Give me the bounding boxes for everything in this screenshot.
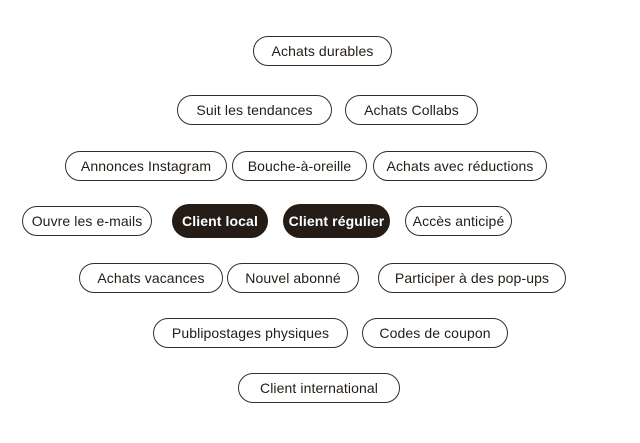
tag-bouche-a-oreille[interactable]: Bouche-à-oreille: [232, 151, 367, 181]
tag-acces-anticipe[interactable]: Accès anticipé: [405, 206, 512, 236]
tag-client-regulier[interactable]: Client régulier: [283, 204, 390, 238]
tag-label: Achats avec réductions: [386, 158, 534, 174]
tag-annonces-instagram[interactable]: Annonces Instagram: [65, 151, 227, 181]
tag-label: Client régulier: [288, 213, 385, 229]
tag-achats-avec-reductions[interactable]: Achats avec réductions: [373, 151, 547, 181]
tag-label: Participer à des pop-ups: [394, 270, 550, 286]
tag-client-local[interactable]: Client local: [172, 204, 268, 238]
tag-label: Nouvel abonné: [245, 270, 341, 286]
tag-label: Codes de coupon: [379, 325, 491, 341]
tag-label: Ouvre les e-mails: [31, 213, 143, 229]
tag-label: Bouche-à-oreille: [247, 158, 352, 174]
tag-suit-les-tendances[interactable]: Suit les tendances: [177, 95, 332, 125]
tag-label: Annonces Instagram: [80, 158, 212, 174]
tag-nouvel-abonne[interactable]: Nouvel abonné: [227, 263, 359, 293]
tag-client-international[interactable]: Client international: [238, 373, 400, 403]
tag-achats-vacances[interactable]: Achats vacances: [79, 263, 223, 293]
tag-label: Suit les tendances: [196, 102, 313, 118]
tag-achats-collabs[interactable]: Achats Collabs: [345, 95, 478, 125]
tag-label: Accès anticipé: [412, 213, 505, 229]
tag-publipostages-physiques[interactable]: Publipostages physiques: [153, 318, 348, 348]
tag-label: Publipostages physiques: [171, 325, 330, 341]
tag-label: Achats durables: [271, 43, 374, 59]
tag-participer-a-des-popups[interactable]: Participer à des pop-ups: [378, 263, 566, 293]
tag-ouvre-les-emails[interactable]: Ouvre les e-mails: [22, 206, 152, 236]
tag-label: Achats vacances: [97, 270, 205, 286]
tag-codes-de-coupon[interactable]: Codes de coupon: [362, 318, 508, 348]
tag-achats-durables[interactable]: Achats durables: [253, 36, 392, 66]
tag-label: Client international: [260, 380, 378, 396]
tag-label: Client local: [182, 213, 258, 229]
tag-label: Achats Collabs: [364, 102, 459, 118]
